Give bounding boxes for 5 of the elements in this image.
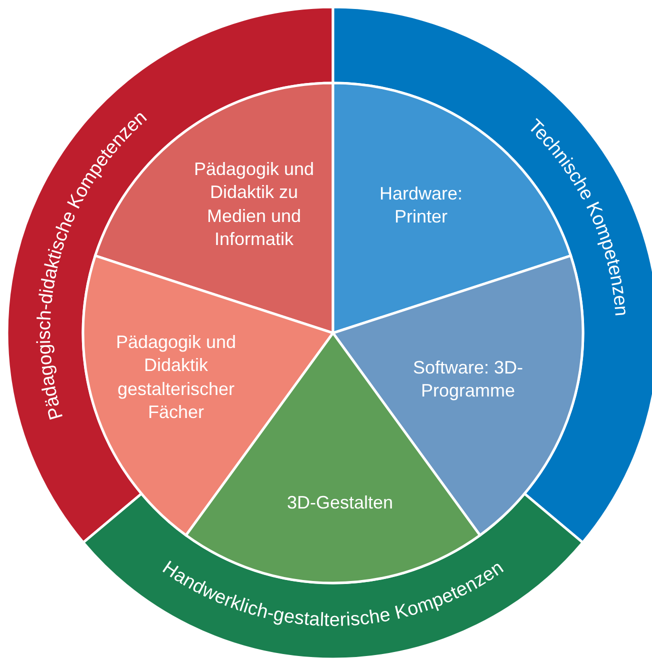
segment-label: Pädagogik und Didaktik zu Medien und Informatik <box>192 158 316 252</box>
segment-label: Hardware: Printer <box>378 182 464 229</box>
segment-label: 3D-Gestalten <box>286 491 394 514</box>
segment-label: Software: 3D-Programme <box>412 356 524 403</box>
segment-label: Pädagogik und Didaktik gestalterischer Fächer <box>114 331 238 424</box>
